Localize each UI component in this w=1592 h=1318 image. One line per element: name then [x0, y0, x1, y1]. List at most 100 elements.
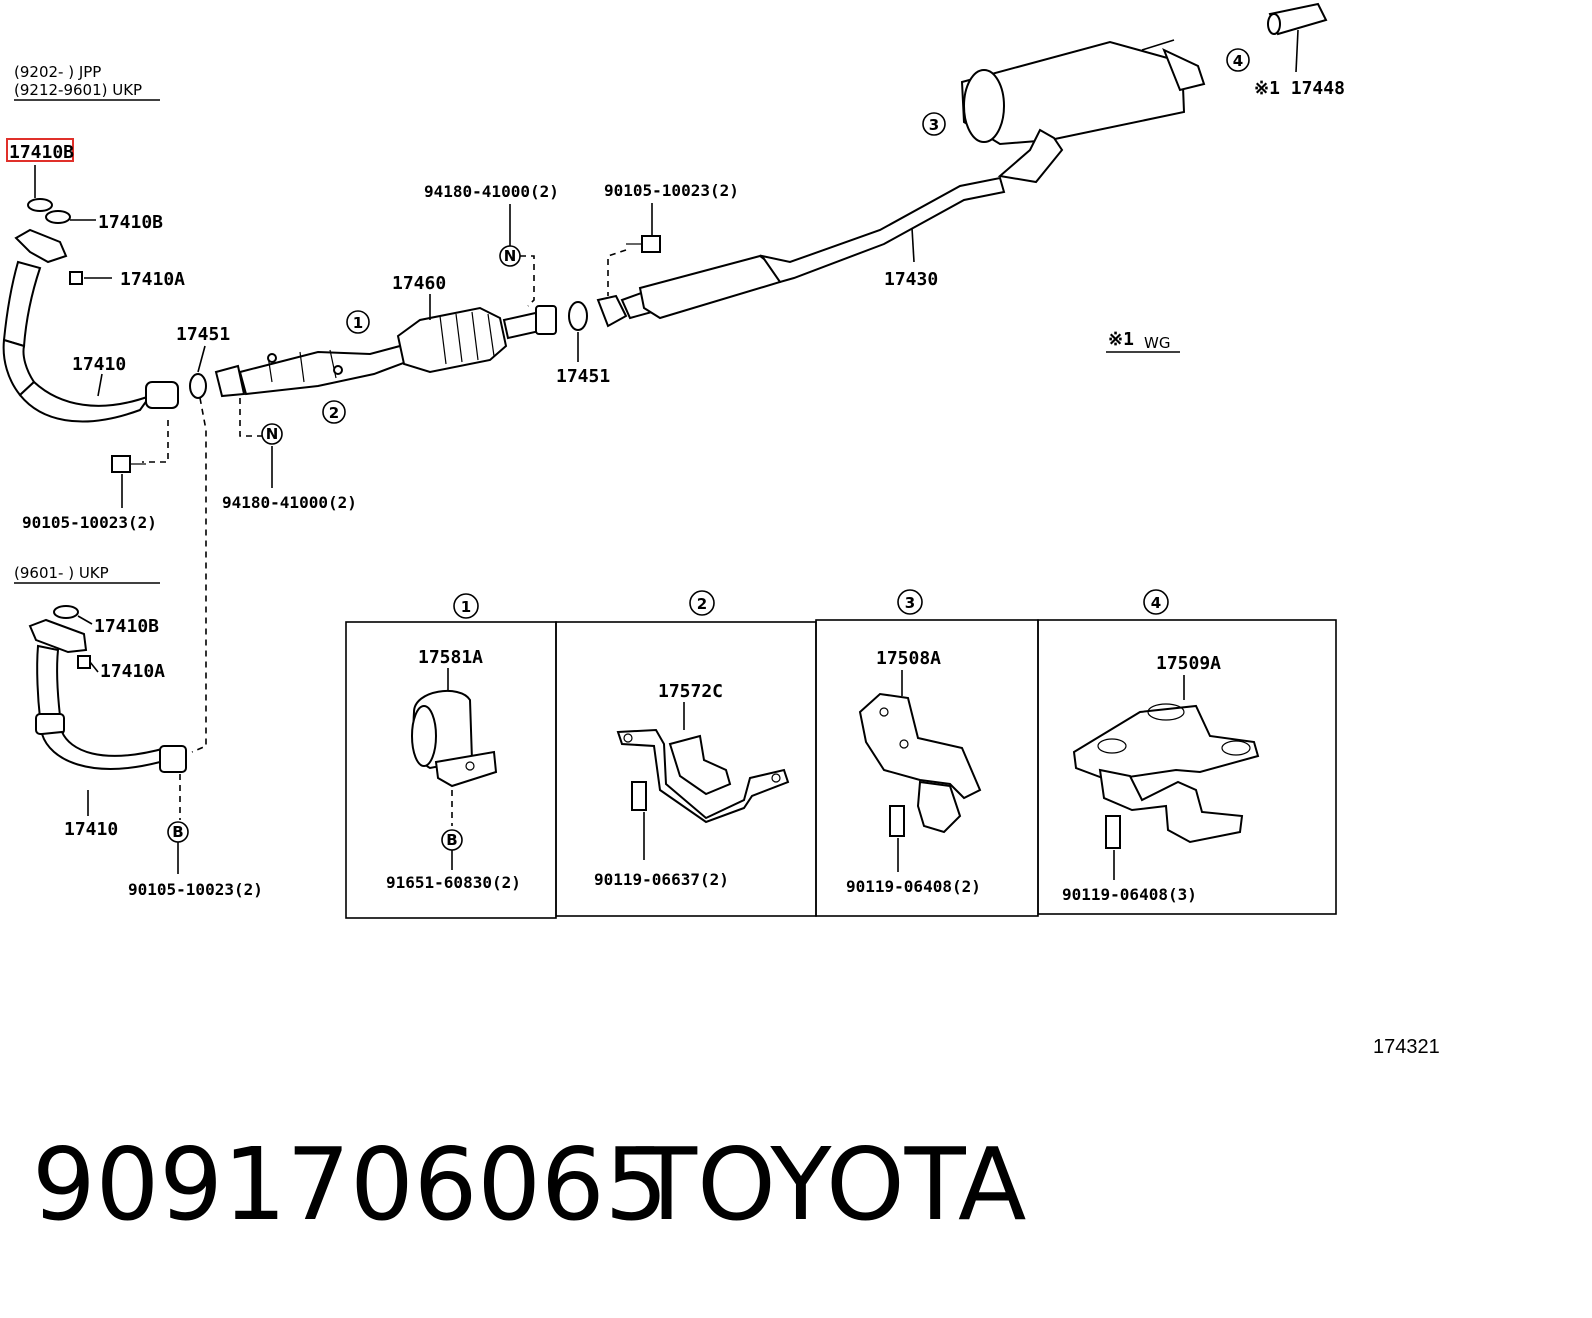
svg-text:1: 1	[461, 598, 471, 616]
catalytic-converter	[396, 306, 508, 374]
front-pipe-2-lower	[40, 730, 168, 770]
callout-1[interactable]	[346, 310, 370, 334]
front-pipe-2-end-flange	[159, 745, 187, 773]
front-pipe-2-flange	[28, 618, 88, 654]
muffler-inlet	[997, 128, 1064, 184]
front-pipe-end-flange	[145, 381, 179, 409]
detail-box-4-number[interactable]	[1143, 589, 1169, 615]
converter-flange	[535, 305, 557, 335]
bolt-part	[111, 455, 131, 473]
detail-2-part-label[interactable]: 17572C	[658, 681, 723, 702]
muffler-hanger	[1162, 48, 1206, 92]
svg-text:4: 4	[1151, 594, 1161, 612]
detail-1-bolt-label[interactable]: 91651-60830(2)	[386, 873, 521, 892]
svg-text:N: N	[504, 247, 517, 265]
note-wg: ※1	[1108, 329, 1134, 350]
gasket-17451-mid	[568, 301, 588, 331]
detail-4-part-label[interactable]: 17509A	[1156, 653, 1221, 674]
label-17451-1[interactable]: 17451	[176, 324, 230, 345]
nut-part	[77, 655, 91, 669]
label-bolt-901-top[interactable]: 90105-10023(2)	[604, 181, 739, 200]
callout-2[interactable]	[322, 400, 346, 424]
detail-boxes: 1 2 3 4 17581A B 91651-60830(2) 17572C 9	[345, 589, 1337, 919]
detail-box-2-number[interactable]	[689, 590, 715, 616]
tail-pipe-17430	[759, 176, 1006, 284]
front-pipe-flange	[14, 228, 68, 264]
footer-brand: TOYOTA	[636, 1126, 1027, 1243]
svg-text:B: B	[172, 823, 183, 841]
callout-4[interactable]	[1226, 48, 1250, 72]
svg-text:N: N	[266, 425, 279, 443]
clamp-bracket	[434, 750, 498, 788]
bolt-part	[641, 235, 661, 253]
label-bolt-941-top[interactable]: 94180-41000(2)	[424, 182, 559, 201]
detail-box-3-number[interactable]	[897, 589, 923, 615]
label-17410-2[interactable]: 17410	[64, 819, 118, 840]
label-17410a-1[interactable]: 17410A	[120, 269, 185, 290]
bolt-part	[1105, 815, 1121, 849]
front-pipe-lower	[18, 380, 153, 423]
note-ukp-range-1: (9212-9601) UKP	[14, 81, 142, 99]
svg-text:2: 2	[697, 595, 707, 613]
detail-box-4	[1037, 619, 1337, 915]
front-pipe-2-joint	[35, 713, 65, 735]
muffler-end-cap	[963, 69, 1005, 143]
bracket-17509a	[1072, 704, 1260, 782]
detail-4-bolt-label[interactable]: 90119-06408(3)	[1062, 885, 1197, 904]
bolt-stud	[333, 365, 343, 375]
gasket-part	[53, 605, 79, 619]
gasket-part	[27, 198, 53, 212]
label-bolt-901-left[interactable]: 90105-10023(2)	[22, 513, 157, 532]
label-17448[interactable]: ※1 17448	[1254, 78, 1345, 99]
label-17410-1[interactable]: 17410	[72, 354, 126, 375]
clamp-face	[411, 705, 437, 767]
intermediate-flange	[596, 294, 628, 328]
label-17430[interactable]: 17430	[884, 269, 938, 290]
svg-text:3: 3	[905, 594, 915, 612]
center-pipe-flange	[214, 364, 246, 398]
tail-tip-end	[1267, 13, 1281, 35]
bracket-17508a	[858, 692, 982, 800]
front-pipe-upper	[2, 260, 42, 348]
bracket-rubber	[1098, 768, 1244, 844]
detail-3-bolt-label[interactable]: 90119-06408(2)	[846, 877, 981, 896]
callout-3[interactable]	[922, 112, 946, 136]
callout-n-bottom	[261, 423, 283, 445]
center-pipe	[238, 344, 408, 396]
bolt-stud	[267, 353, 277, 363]
label-17410a-2[interactable]: 17410A	[100, 661, 165, 682]
gasket-part	[45, 210, 71, 224]
detail-box-1-number[interactable]	[453, 593, 479, 619]
hanger-17572c	[616, 728, 790, 824]
detail-1-part-label[interactable]: 17581A	[418, 647, 483, 668]
gasket-17451-left	[189, 373, 207, 399]
note-jpp-range: (9202- ) JPP	[14, 63, 101, 81]
label-17460[interactable]: 17460	[392, 273, 446, 294]
bolt-part	[631, 781, 647, 811]
note-ukp-range-2: (9601- ) UKP	[14, 564, 109, 582]
hanger-rubber	[668, 734, 732, 796]
detail-3-part-label[interactable]: 17508A	[876, 648, 941, 669]
label-17410b-3[interactable]: 17410B	[94, 616, 159, 637]
label-17410b-2[interactable]: 17410B	[98, 212, 163, 233]
label-bolt-941-bottom[interactable]: 94180-41000(2)	[222, 493, 357, 512]
bracket-rubber	[916, 780, 962, 834]
diagram-id: 174321	[1373, 1036, 1440, 1058]
bolt-part	[889, 805, 905, 837]
label-17451-2[interactable]: 17451	[556, 366, 610, 387]
svg-text:4: 4	[1233, 52, 1243, 70]
label-17410b-top[interactable]: 17410B	[9, 142, 74, 163]
svg-text:B: B	[446, 831, 457, 849]
pre-muffler	[638, 254, 782, 320]
note-wg-suffix: WG	[1144, 334, 1170, 352]
nut-part	[69, 271, 83, 285]
svg-text:3: 3	[929, 116, 939, 134]
highlight-box	[6, 138, 74, 162]
svg-text:2: 2	[329, 404, 339, 422]
detail-2-bolt-label[interactable]: 90119-06637(2)	[594, 870, 729, 889]
svg-text:1: 1	[353, 314, 363, 332]
footer-part-number: 9091706065	[32, 1126, 669, 1243]
front-pipe-2-upper	[36, 644, 62, 720]
label-bolt-901-bottom[interactable]: 90105-10023(2)	[128, 880, 263, 899]
